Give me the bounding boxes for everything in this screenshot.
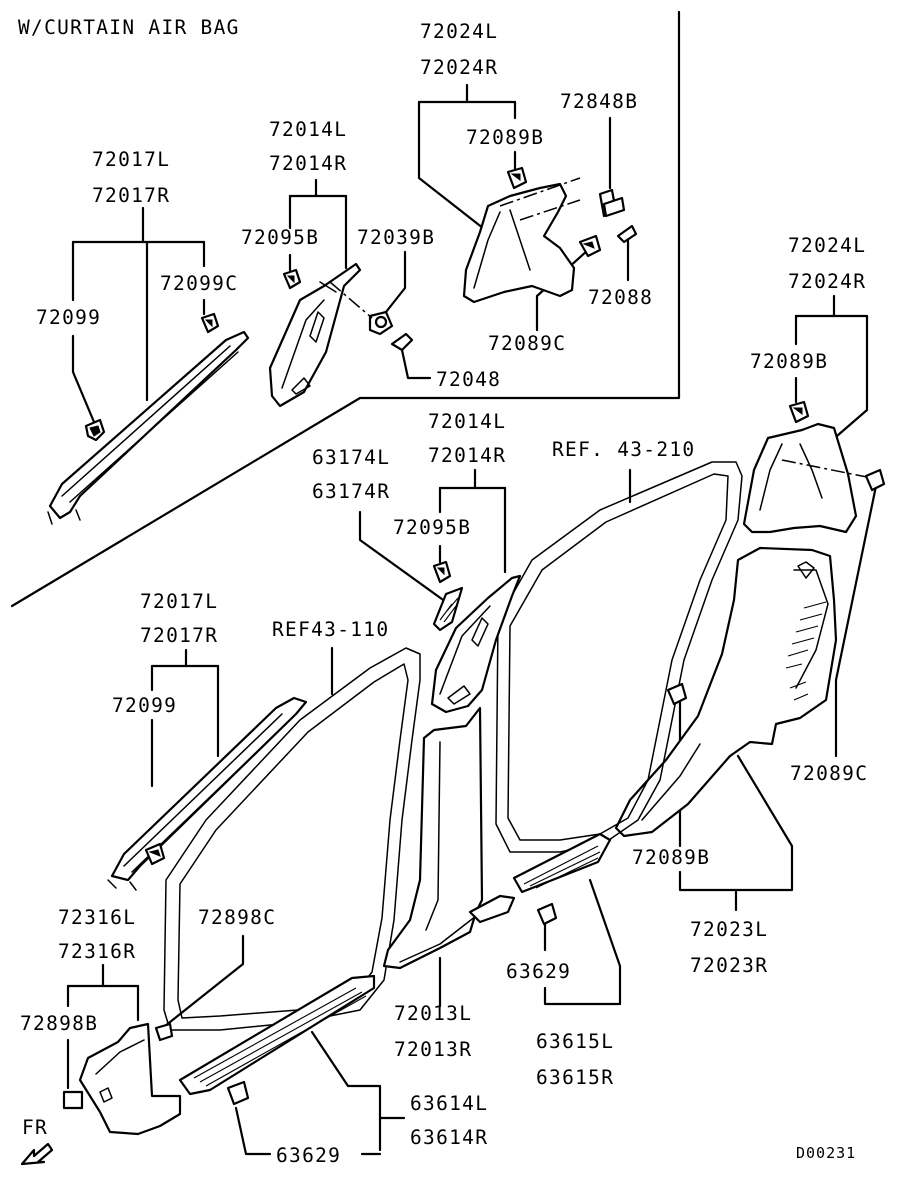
clip-72048-icon — [390, 332, 414, 352]
label-72099-top: 72099 — [36, 306, 101, 329]
label-72023r: 72023R — [690, 954, 768, 977]
label-72316l: 72316L — [58, 906, 136, 929]
c-pillar-trim-upper — [462, 177, 581, 304]
rear-scuff-plate — [512, 832, 612, 894]
label-72089b-right: 72089B — [750, 350, 828, 373]
clip-72089b-upper-icon — [506, 166, 528, 190]
rear-door-opening-weatherstrip — [495, 461, 743, 853]
clip-72095b-upper-icon — [282, 268, 302, 290]
label-63615l: 63615L — [536, 1030, 614, 1053]
clip-72089b-right-icon — [788, 400, 810, 424]
label-72024l-top: 72024L — [420, 20, 498, 43]
section-title: W/CURTAIN AIR BAG — [18, 16, 240, 39]
curtain-airbag-boundary — [10, 10, 681, 608]
clip-72089c-upper-icon — [578, 234, 602, 258]
clip-72089c-right-icon — [864, 468, 886, 492]
label-63174l: 63174L — [312, 446, 390, 469]
label-72089b-lower: 72089B — [632, 846, 710, 869]
label-72095b-middle: 72095B — [393, 516, 471, 539]
clip-72099-lower-icon — [144, 842, 166, 866]
label-72014r-middle: 72014R — [428, 444, 506, 467]
label-72014l-top: 72014L — [269, 118, 347, 141]
clip-72848b-icon — [598, 188, 626, 218]
clip-72898c-icon — [154, 1022, 174, 1042]
clip-72089b-lower-icon — [666, 682, 688, 706]
label-72099c: 72099C — [160, 272, 238, 295]
b-pillar-trim-upper — [268, 262, 362, 408]
cowl-side-trim — [78, 1022, 182, 1136]
label-72316r: 72316R — [58, 940, 136, 963]
label-72014r-top: 72014R — [269, 152, 347, 175]
label-63174r: 63174R — [312, 480, 390, 503]
label-63629-lower: 63629 — [276, 1144, 341, 1167]
leader-lines — [66, 83, 878, 1156]
label-63615r: 63615R — [536, 1066, 614, 1089]
speaker-cover-63174-icon — [432, 586, 464, 632]
clip-72099-upper-icon — [84, 418, 106, 442]
label-72039b: 72039B — [357, 226, 435, 249]
label-72017l-top: 72017L — [92, 148, 170, 171]
center-pillar-lower-trim — [382, 706, 516, 970]
label-72898b: 72898B — [20, 1012, 98, 1035]
label-72013l: 72013L — [394, 1002, 472, 1025]
label-63629-upper: 63629 — [506, 960, 571, 983]
label-72017l-middle: 72017L — [140, 590, 218, 613]
label-72013r: 72013R — [394, 1038, 472, 1061]
part-labels: W/CURTAIN AIR BAG 72024L 72024R 72848B 7… — [18, 16, 868, 1167]
a-pillar-trim-lower — [107, 696, 308, 891]
label-72017r-middle: 72017R — [140, 624, 218, 647]
label-72017r-top: 72017R — [92, 184, 170, 207]
label-72089b-top: 72089B — [466, 126, 544, 149]
label-72023l: 72023L — [690, 918, 768, 941]
label-72014l-middle: 72014L — [428, 410, 506, 433]
clip-72095b-middle-icon — [432, 560, 452, 584]
clip-72898b-icon — [62, 1090, 84, 1110]
label-72024r-top: 72024R — [420, 56, 498, 79]
clip-72088-icon — [616, 224, 638, 244]
quarter-trim-panel — [614, 546, 838, 838]
label-72089c-top: 72089C — [488, 332, 566, 355]
label-72095b-top: 72095B — [241, 226, 319, 249]
drawing-code: D00231 — [796, 1144, 856, 1162]
front-scuff-plate — [178, 974, 376, 1096]
label-ref43-110: REF43-110 — [272, 618, 389, 641]
label-72024r-right: 72024R — [788, 270, 866, 293]
direction-label: FR — [22, 1116, 48, 1139]
label-72099-middle: 72099 — [112, 694, 177, 717]
label-72048: 72048 — [436, 368, 501, 391]
label-63614l: 63614L — [410, 1092, 488, 1115]
label-72088: 72088 — [588, 286, 653, 309]
label-72024l-right: 72024L — [788, 234, 866, 257]
c-pillar-trim-lower — [742, 422, 873, 534]
clip-63629-lower-icon — [226, 1080, 250, 1106]
clip-63629-upper-icon — [536, 902, 558, 926]
front-direction-arrow-icon — [20, 1142, 54, 1166]
clip-72039b-icon — [329, 281, 394, 336]
label-72848b: 72848B — [560, 90, 638, 113]
b-pillar-trim-lower — [430, 574, 522, 714]
label-63614r: 63614R — [410, 1126, 488, 1149]
label-ref-43-210: REF. 43-210 — [552, 438, 695, 461]
label-72089c-right: 72089C — [790, 762, 868, 785]
label-72898c: 72898C — [198, 906, 276, 929]
a-pillar-trim-upper — [47, 330, 250, 525]
clip-72099c-icon — [200, 312, 220, 334]
